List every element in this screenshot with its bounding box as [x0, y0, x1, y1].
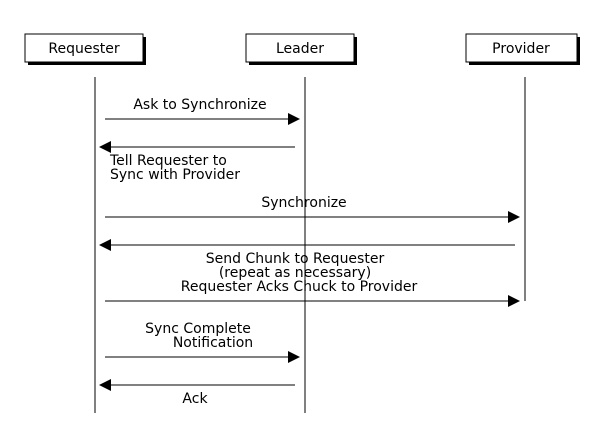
message-label: Synchronize	[261, 195, 346, 211]
actor-provider-label: Provider	[492, 41, 550, 57]
actor-leader-label: Leader	[276, 41, 324, 57]
message-tell-requester: Tell Requester to Sync with Provider	[99, 141, 295, 183]
message-label: Ack	[182, 391, 208, 407]
message-label-line2: (repeat as necessary)	[219, 265, 371, 281]
message-synchronize: Synchronize	[105, 195, 520, 223]
message-label: Ask to Synchronize	[133, 97, 266, 113]
actor-requester-label: Requester	[48, 41, 119, 57]
message-label-line2: Sync with Provider	[110, 167, 240, 183]
actor-leader: Leader	[245, 33, 357, 65]
message-sync-complete: Sync Complete Notification	[105, 321, 300, 363]
message-send-chunk: Send Chunk to Requester (repeat as neces…	[99, 239, 515, 281]
message-label-line1: Sync Complete	[145, 321, 251, 337]
message-label-line1: Tell Requester to	[109, 153, 227, 169]
message-ask-to-synchronize: Ask to Synchronize	[105, 97, 300, 125]
message-label-line1: Send Chunk to Requester	[206, 251, 385, 267]
actor-requester: Requester	[24, 33, 146, 65]
message-requester-acks: Requester Acks Chuck to Provider	[105, 279, 520, 307]
actor-provider: Provider	[465, 33, 580, 65]
message-ack: Ack	[99, 379, 295, 407]
message-label: Requester Acks Chuck to Provider	[181, 279, 418, 295]
message-label-line2: Notification	[173, 335, 253, 351]
